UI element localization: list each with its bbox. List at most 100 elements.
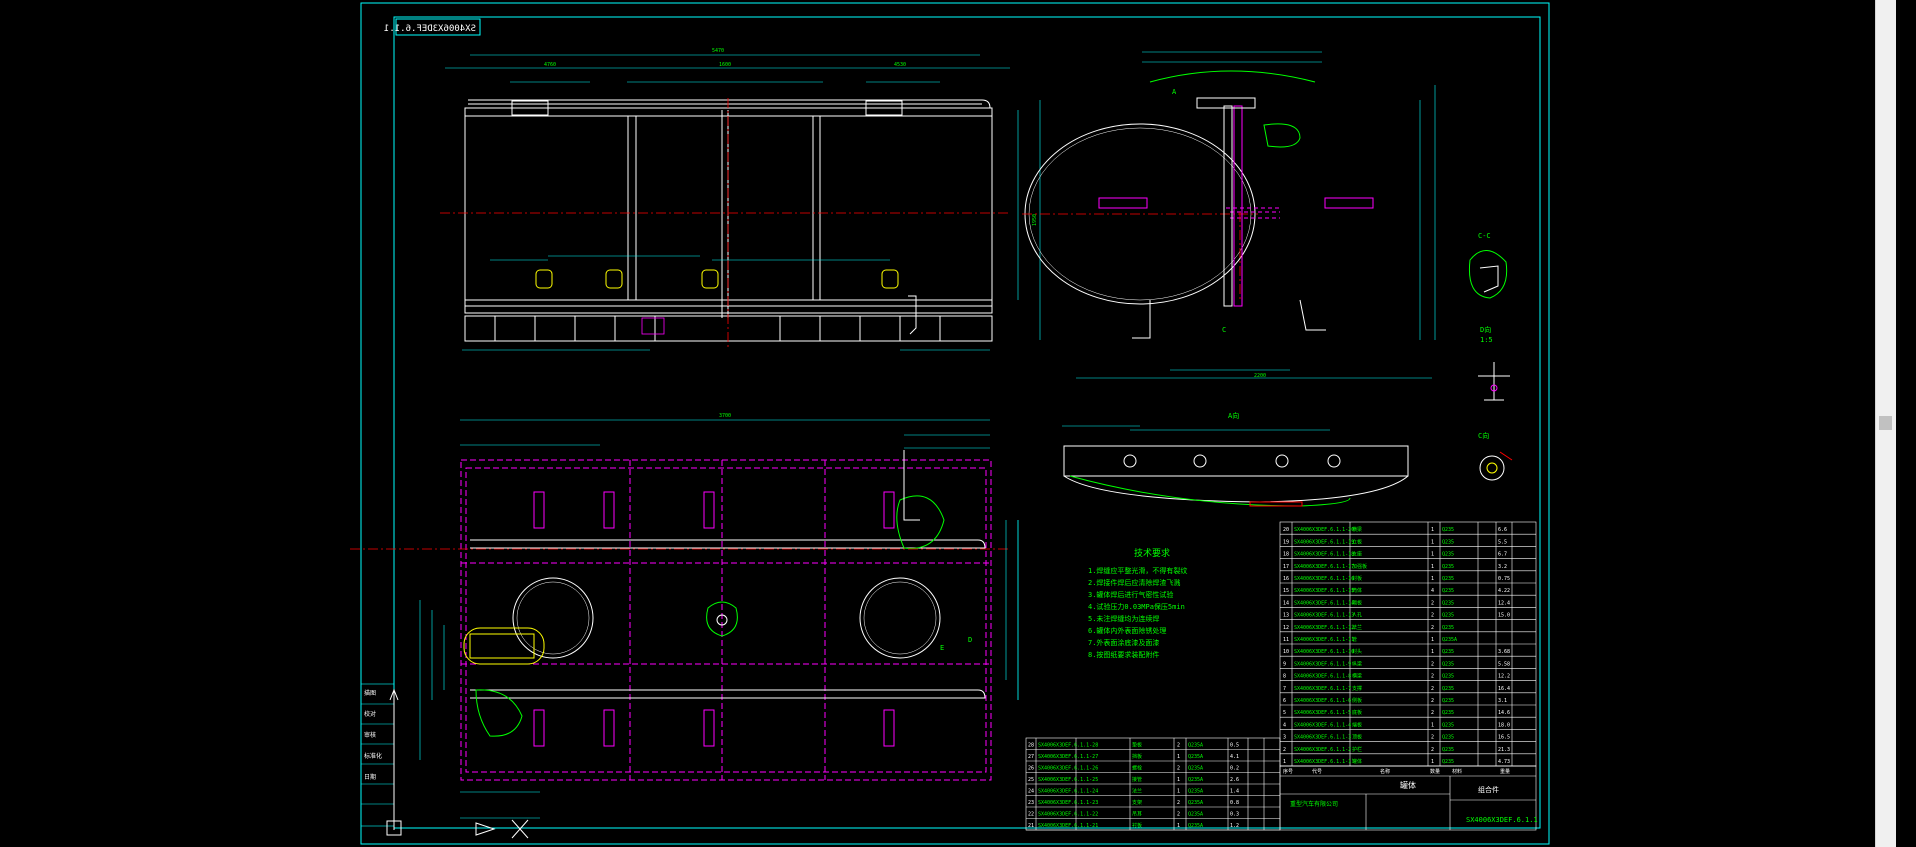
bom-cell-mat: Q235A: [1188, 754, 1203, 760]
bom-cell-w: 15.0: [1498, 613, 1510, 619]
bom-cell-qty: 2: [1177, 812, 1180, 818]
scrollbar-thumb[interactable]: [1879, 416, 1892, 430]
bom-cell-w: 4.73: [1498, 759, 1510, 765]
bom-cell-qty: 2: [1431, 686, 1434, 692]
bom-cell-mat: Q235: [1442, 686, 1454, 692]
plan-view: [460, 450, 992, 781]
bom-cell-code: SX4006X3DEF.6.1.1-16: [1294, 576, 1354, 582]
bom-cell-name: 侧板: [1352, 697, 1362, 704]
bom-cell-no: 11: [1283, 637, 1289, 643]
bom-cell-name: 罐体: [1352, 758, 1362, 765]
tech-note-1: 2.焊接件焊后应清除焊渣飞溅: [1088, 578, 1180, 587]
title-stamp-text: SX4006X3DEF.6.1.1: [384, 24, 476, 34]
dim-2200: 2200: [1254, 373, 1266, 379]
bom-cell-w: 3.1: [1498, 698, 1507, 704]
dim-1600: 1600: [719, 62, 731, 68]
bom-cell-qty: 2: [1431, 710, 1434, 716]
bom-cell-qty: 1: [1431, 527, 1434, 533]
bom-cell-no: 13: [1283, 613, 1289, 619]
bom-cell-w: 3.2: [1498, 564, 1507, 570]
bom-cell-mat: Q235: [1442, 649, 1454, 655]
bom-cell-qty: 2: [1431, 735, 1434, 741]
bom-cell-no: 1: [1283, 759, 1286, 765]
tech-note-6: 7.外表面涂底漆及面漆: [1088, 638, 1159, 647]
bom-cell-code: SX4006X3DEF.6.1.1-12: [1294, 625, 1354, 631]
bom-cell-code: SX4006X3DEF.6.1.1-19: [1294, 539, 1354, 545]
title-block-col-material: 材料: [1452, 768, 1462, 775]
bom-cell-name: 挡板: [1132, 753, 1142, 760]
bom-cell-code: SX4006X3DEF.6.1.1-18: [1294, 552, 1354, 558]
bom-cell-qty: 2: [1431, 747, 1434, 753]
bom-cell-no: 5: [1283, 710, 1286, 716]
bom-cell-code: SX4006X3DEF.6.1.1-8: [1294, 674, 1351, 680]
bom-cell-name: 护栏: [1352, 746, 1362, 753]
bom-cell-qty: 2: [1431, 674, 1434, 680]
bom-cell-mat: Q235: [1442, 674, 1454, 680]
vertical-scrollbar[interactable]: [1875, 0, 1896, 847]
bom-cell-no: 14: [1283, 600, 1289, 606]
mark-a: A: [1172, 88, 1177, 96]
bom-cell-mat: Q235: [1442, 600, 1454, 606]
bom-cell-qty: 1: [1431, 637, 1434, 643]
front-view-centerlines: [440, 98, 1010, 350]
bom-cell-code: SX4006X3DEF.6.1.1-23: [1038, 800, 1098, 806]
dim-4760: 4760: [544, 62, 556, 68]
bom-cell-name: 封头: [1352, 648, 1362, 655]
tech-requirements: 技术要求 1.焊缝应平整光滑，不得有裂纹 2.焊接件焊后应清除焊渣飞溅 3.罐体…: [1088, 547, 1187, 659]
bom-cell-code: SX4006X3DEF.6.1.1-24: [1038, 789, 1098, 795]
bom-cell-w: 12.4: [1498, 600, 1510, 606]
bom-cell-code: SX4006X3DEF.6.1.1-11: [1294, 637, 1354, 643]
title-block-col-qty: 数量: [1430, 768, 1440, 775]
detail-c-c: C-C: [1468, 232, 1508, 299]
bom-cell-mat: Q235: [1442, 735, 1454, 741]
bom-cell-name: 纵梁: [1352, 660, 1362, 667]
dim-3700: 3700: [719, 413, 731, 419]
bom-cell-qty: 2: [1431, 698, 1434, 704]
bom-cell-w: 4.1: [1230, 754, 1239, 760]
bom-cell-qty: 1: [1431, 649, 1434, 655]
bom-cell-no: 15: [1283, 588, 1289, 594]
bom-cell-qty: 1: [1431, 539, 1434, 545]
bom-cell-code: SX4006X3DEF.6.1.1-26: [1038, 766, 1098, 772]
bom-cell-qty: 1: [1177, 789, 1180, 795]
dim-overall-length: 5470: [712, 48, 724, 54]
bom-cell-mat: Q235A: [1188, 789, 1203, 795]
bom-cell-mat: Q235: [1442, 698, 1454, 704]
bom-cell-w: 21.3: [1498, 747, 1510, 753]
bom-cell-code: SX4006X3DEF.6.1.1-20: [1294, 527, 1354, 533]
title-block: [1279, 765, 1537, 831]
plan-view-dimensions: [419, 419, 1019, 819]
bom-cell-w: 14.6: [1498, 710, 1510, 716]
bom-cell-code: SX4006X3DEF.6.1.1-17: [1294, 564, 1354, 570]
label-c-view: C向: [1478, 431, 1489, 440]
bom-cell-code: SX4006X3DEF.6.1.1-21: [1038, 823, 1098, 829]
bom-cell-mat: Q235: [1442, 625, 1454, 631]
bom-cell-w: 6.6: [1498, 527, 1507, 533]
bom-cell-no: 12: [1283, 625, 1289, 631]
bom-cell-qty: 2: [1177, 800, 1180, 806]
bom-cell-no: 10: [1283, 649, 1289, 655]
bom-cell-no: 6: [1283, 698, 1286, 704]
bom-cell-no: 2: [1283, 747, 1286, 753]
bom-cell-name: 立板: [1352, 538, 1362, 545]
bom-cell-name: 加强板: [1352, 563, 1367, 570]
bom-cell-w: 5.58: [1498, 661, 1510, 667]
bom-cell-qty: 1: [1431, 722, 1434, 728]
tech-note-5: 6.罐体内外表面除锈处理: [1088, 626, 1166, 635]
bom-cell-no: 17: [1283, 564, 1289, 570]
bom-cell-name: 封板: [1352, 575, 1362, 582]
bom-cell-no: 8: [1283, 674, 1286, 680]
bom-cell-name: 支座: [1352, 551, 1362, 558]
bom-cell-code: SX4006X3DEF.6.1.1-9: [1294, 661, 1351, 667]
front-view: [464, 99, 993, 342]
bom-cell-no: 22: [1028, 812, 1034, 818]
bom-cell-name: 支架: [1132, 799, 1142, 806]
